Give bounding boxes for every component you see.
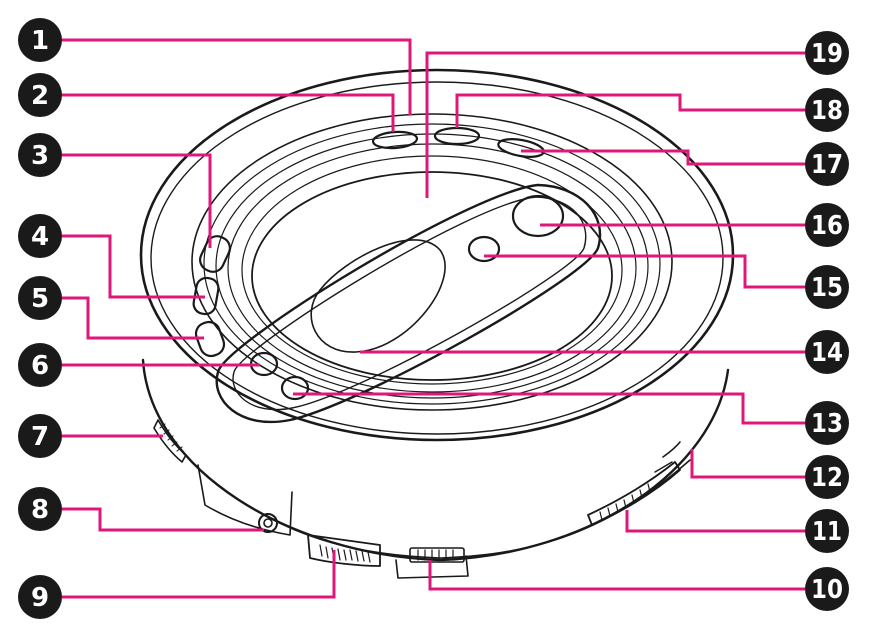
leader-line-5 xyxy=(62,296,204,340)
control-bar xyxy=(215,183,602,424)
side-button-middle xyxy=(192,276,220,316)
dc-in-jack xyxy=(662,441,681,458)
rim-ring xyxy=(191,113,673,411)
callout-badge-5: 5 xyxy=(18,276,62,320)
hold-switch-ridges xyxy=(417,549,454,561)
callout-number: 12 xyxy=(811,463,843,493)
volume-wheel-housing xyxy=(307,534,381,567)
leader-line-2 xyxy=(62,93,395,132)
jack-recess xyxy=(197,464,293,536)
bar-button-lower xyxy=(280,375,310,401)
rim-ring xyxy=(150,81,724,435)
callout-badge-10: 10 xyxy=(805,567,849,611)
lid-inner-ring xyxy=(251,171,613,381)
leader-line-18 xyxy=(455,93,805,128)
leader-line-4 xyxy=(62,234,205,299)
callout-number: 3 xyxy=(31,141,49,171)
hold-switch xyxy=(409,547,465,563)
open-slider-ridges xyxy=(599,483,651,521)
rim-ring xyxy=(215,133,649,399)
callout-number: 5 xyxy=(31,284,49,314)
callout-badge-13: 13 xyxy=(805,401,849,445)
callout-badge-6: 6 xyxy=(18,343,62,387)
open-slider xyxy=(587,461,681,526)
leader-line-8 xyxy=(62,507,264,532)
callout-badge-12: 12 xyxy=(805,455,849,499)
leader-line-11 xyxy=(625,510,805,533)
callout-badge-19: 19 xyxy=(805,31,849,75)
play-button xyxy=(511,194,565,238)
callout-badge-18: 18 xyxy=(805,88,849,132)
callout-number: 4 xyxy=(31,222,49,252)
callout-badge-4: 4 xyxy=(18,214,62,258)
hold-switch-housing xyxy=(395,555,469,579)
player-bottom-edge xyxy=(199,459,691,559)
callout-number: 1 xyxy=(31,26,49,56)
leader-line-3 xyxy=(62,153,212,248)
top-button-left xyxy=(371,130,419,150)
leader-line-12 xyxy=(690,449,805,479)
headphone-jack-hole xyxy=(263,518,273,528)
callout-badge-9: 9 xyxy=(18,575,62,619)
control-bar-inner xyxy=(232,196,587,411)
callout-number: 13 xyxy=(811,409,843,439)
callout-number: 7 xyxy=(31,422,49,452)
callout-number: 17 xyxy=(811,150,843,180)
rim-ring xyxy=(203,123,661,405)
side-button-lower xyxy=(194,320,226,358)
side-button-upper xyxy=(199,235,231,273)
rim-ring xyxy=(227,143,637,393)
leader-line-19 xyxy=(425,51,805,198)
display-window xyxy=(310,239,446,353)
callout-badge-8: 8 xyxy=(18,487,62,531)
headphone-jack xyxy=(258,513,278,533)
callout-number: 2 xyxy=(31,81,49,111)
callout-badge-15: 15 xyxy=(805,265,849,309)
callout-number: 6 xyxy=(31,351,49,381)
callout-number: 18 xyxy=(811,96,843,126)
callout-number: 11 xyxy=(812,517,842,547)
leader-line-17 xyxy=(521,149,805,166)
leader-line-9 xyxy=(62,550,336,599)
leader-line-1 xyxy=(62,38,412,115)
rim-ring xyxy=(241,155,623,385)
callout-number: 9 xyxy=(31,583,49,613)
callout-number: 19 xyxy=(811,39,843,69)
cd-player-drawing xyxy=(139,68,735,579)
callout-number: 8 xyxy=(31,495,49,525)
callout-badge-16: 16 xyxy=(805,203,849,247)
callout-badge-11: 11 xyxy=(805,509,849,553)
callout-badge-7: 7 xyxy=(18,414,62,458)
leader-lines xyxy=(62,38,805,599)
callout-number: 15 xyxy=(811,273,843,303)
volume-wheel-ridges xyxy=(319,544,371,563)
callout-number: 16 xyxy=(811,211,843,241)
callout-badges: 1 2 3 4 5 6 7 8 9 10 11 12 13 14 15 16 1… xyxy=(18,18,849,619)
bar-button-upper xyxy=(467,235,501,263)
side-slide-switch xyxy=(153,419,187,463)
callout-badge-2: 2 xyxy=(18,73,62,117)
side-slide-switch-ridges xyxy=(159,423,183,452)
leader-line-13 xyxy=(293,392,805,425)
callout-number: 10 xyxy=(811,575,843,605)
leader-line-10 xyxy=(428,560,805,591)
callout-number: 14 xyxy=(811,338,843,368)
callout-badge-1: 1 xyxy=(18,18,62,62)
open-arrow xyxy=(654,461,673,473)
callout-badge-14: 14 xyxy=(805,330,849,374)
leader-line-15 xyxy=(484,254,805,289)
callout-badge-17: 17 xyxy=(805,142,849,186)
callout-badge-3: 3 xyxy=(18,133,62,177)
